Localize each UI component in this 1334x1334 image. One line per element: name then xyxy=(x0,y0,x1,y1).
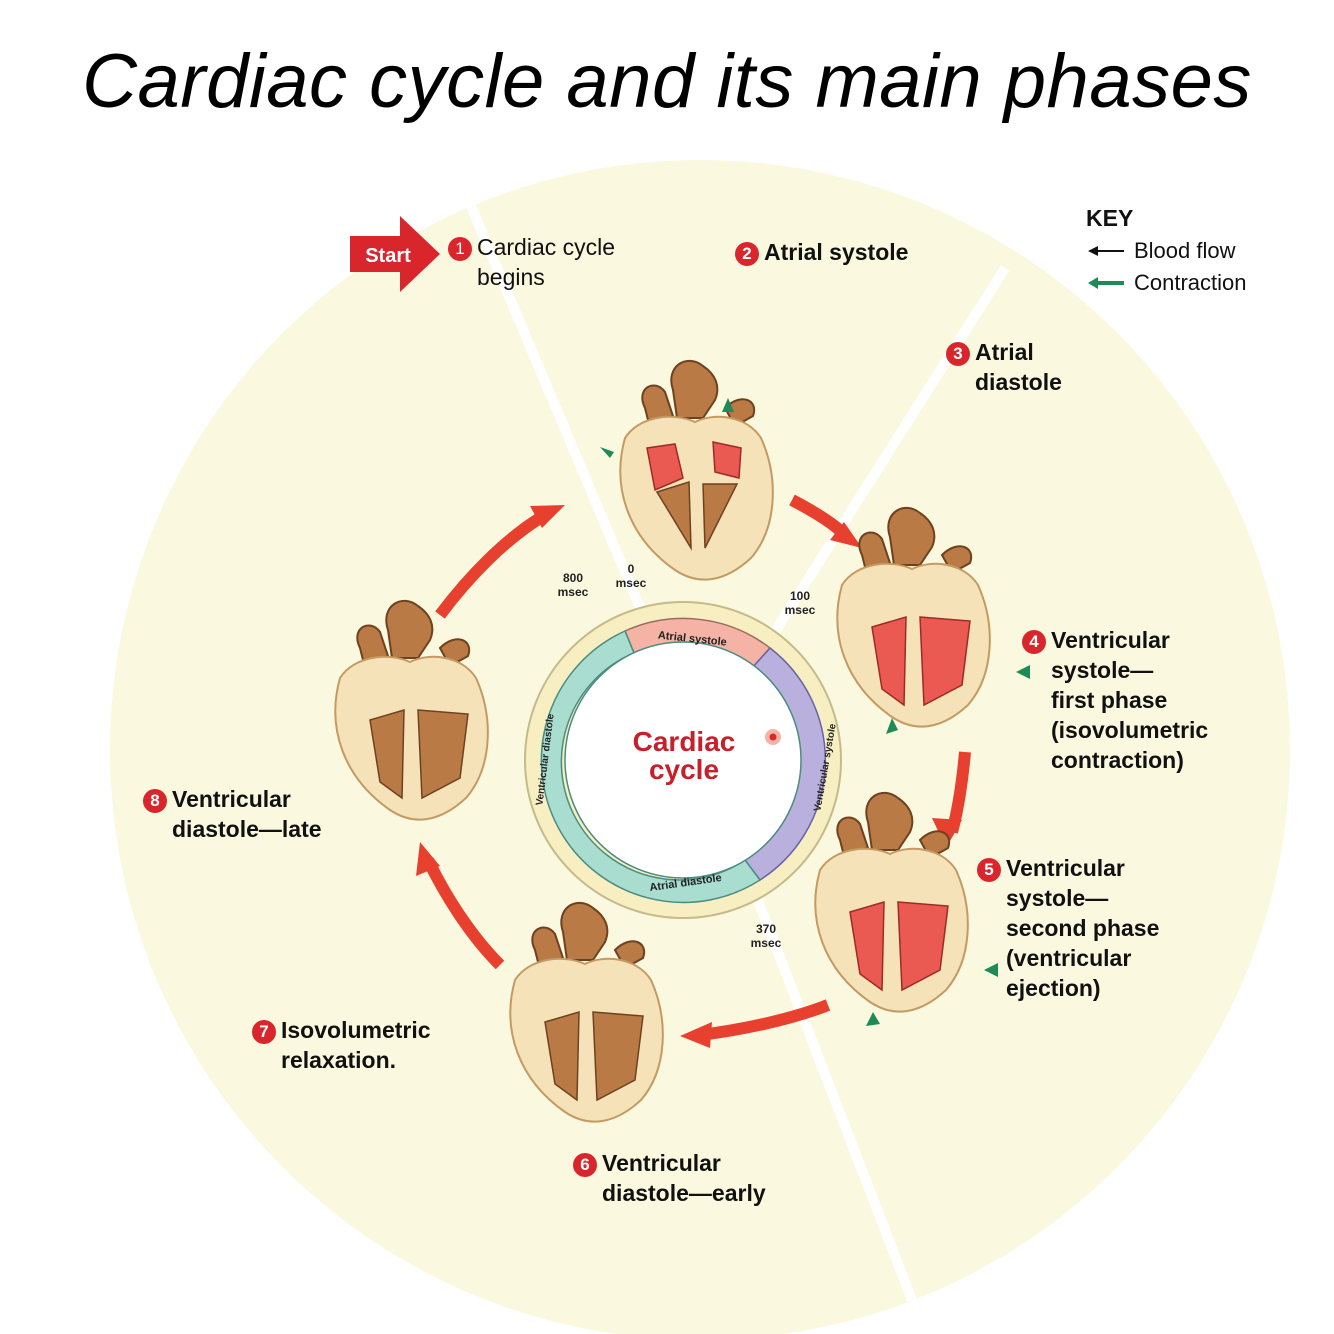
key-blood-flow-label: Blood flow xyxy=(1134,238,1236,263)
cycle-ring: Atrial systole Atrial diastole Ventricul… xyxy=(524,601,842,919)
cycle-arrowheads xyxy=(416,505,962,1048)
timing-800: 800 msec xyxy=(557,571,589,599)
start-label: Start xyxy=(365,245,411,267)
contraction-arrow-icon xyxy=(1088,277,1124,289)
heart-5-ventricular-systole-second xyxy=(814,791,969,1013)
key-contraction: Contraction xyxy=(1086,270,1247,296)
key-title: KEY xyxy=(1086,205,1134,231)
key-blood-flow: Blood flow xyxy=(1086,238,1247,264)
center-label: Cardiac cycle xyxy=(632,726,736,785)
heart-4-ventricular-systole-first xyxy=(836,506,991,728)
heart-6-ventricular-diastole-early xyxy=(509,901,664,1123)
heart-2-atrial-systole xyxy=(619,359,774,581)
page-title: Cardiac cycle and its main phases xyxy=(82,39,1252,124)
timing-0: 0 msec xyxy=(615,562,647,590)
timing-100: 100 msec xyxy=(784,589,816,617)
start-arrow: Start xyxy=(350,216,440,292)
timing-370: 370 msec xyxy=(750,922,782,950)
heart-8-ventricular-diastole-late xyxy=(334,599,489,821)
key-legend: KEY Blood flow Contraction xyxy=(1086,205,1247,296)
contraction-arrows xyxy=(600,398,1030,1026)
key-contraction-label: Contraction xyxy=(1134,270,1247,295)
blood-flow-arrow-icon xyxy=(1088,246,1124,256)
